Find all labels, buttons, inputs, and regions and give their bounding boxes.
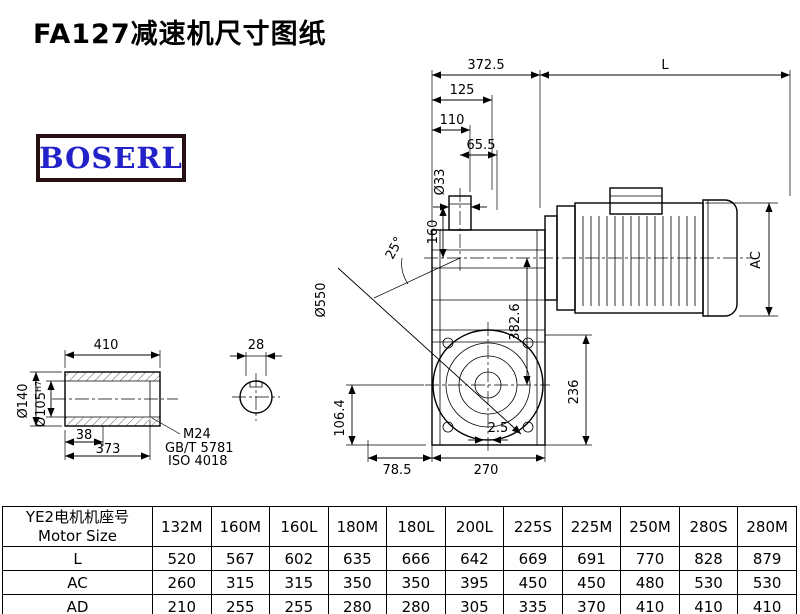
dim-236: 236 [567, 380, 582, 405]
dim-motor-ac: AC [749, 251, 764, 269]
cell: 260 [152, 570, 212, 595]
dim-125: 125 [450, 83, 475, 98]
row-label-ac: AC [2, 570, 153, 595]
cell: 305 [444, 594, 505, 614]
col-header-280s: 280S [678, 506, 739, 547]
cell: 350 [386, 570, 446, 595]
row-label-l: L [2, 546, 153, 571]
boserl-logo: BOSERL [36, 134, 186, 182]
dim-78-5: 78.5 [383, 463, 412, 478]
gearbox-front-view [431, 195, 546, 446]
dim-2-5: 2.5 [488, 421, 509, 436]
table-row-ad: AD 210 255 255 280 280 305 335 370 410 4… [2, 594, 797, 614]
cell: 395 [444, 570, 505, 595]
dim-65-5: 65.5 [467, 138, 496, 153]
cell: 410 [678, 594, 739, 614]
cell: 255 [269, 594, 329, 614]
table-header-row: YE2电机机座号 Motor Size 132M 160M 160L 180M … [2, 506, 797, 547]
cell: 480 [620, 570, 680, 595]
thread-label: M24 [183, 427, 211, 442]
cell: 450 [503, 570, 563, 595]
dim-key-width: 28 [248, 338, 265, 353]
hollow-shaft-detail: 410 Ø140 Ø105H7 38 373 M24 GB/T 5781 ISO… [16, 338, 234, 469]
dim-overall-width: 372.5 [467, 58, 504, 73]
table-row-ac: AC 260 315 315 350 350 395 450 450 480 5… [2, 570, 797, 595]
logo-text: BOSERL [39, 141, 183, 175]
dim-shaft-length: 410 [94, 338, 119, 353]
technical-drawing: 372.5 L 125 110 65.5 Ø33 160 25° [16, 58, 791, 478]
cell: 450 [561, 570, 622, 595]
dim-110: 110 [440, 113, 465, 128]
cell: 642 [444, 546, 505, 571]
cell: 530 [678, 570, 739, 595]
dim-shaft-dia: Ø33 [433, 169, 448, 196]
cell: 410 [620, 594, 680, 614]
col-header-225m: 225M [561, 506, 622, 547]
bore-dia-value: Ø105 [34, 392, 49, 427]
header-cn: YE2电机机座号 [25, 507, 130, 526]
cell: 828 [678, 546, 739, 571]
cell: 669 [503, 546, 563, 571]
dim-bore-dia: Ø105H7 [34, 381, 49, 427]
cell: 567 [210, 546, 271, 571]
cell: 315 [210, 570, 271, 595]
dim-160: 160 [426, 220, 441, 245]
table-row-l: L 520 567 602 635 666 642 669 691 770 82… [2, 546, 797, 571]
bore-dia-tolerance: H7 [34, 381, 43, 392]
motor-size-header: YE2电机机座号 Motor Size [2, 506, 153, 547]
motor-size-table: YE2电机机座号 Motor Size 132M 160M 160L 180M … [2, 506, 797, 614]
cell: 666 [386, 546, 446, 571]
dim-outer-dia: Ø140 [16, 383, 31, 418]
dim-270: 270 [474, 463, 499, 478]
dim-axis-distance: 382.6 [508, 303, 523, 340]
header-en: Motor Size [38, 526, 117, 545]
cell: 770 [620, 546, 680, 571]
shaft-end-detail: 28 [230, 338, 282, 421]
cell: 315 [269, 570, 329, 595]
cell: 280 [386, 594, 446, 614]
dim-motor-length: L [661, 58, 669, 73]
col-header-280m: 280M [737, 506, 797, 547]
cell: 210 [152, 594, 212, 614]
col-header-200l: 200L [444, 506, 505, 547]
standard-gb-label: GB/T 5781 [165, 441, 234, 456]
col-header-160m: 160M [210, 506, 271, 547]
col-header-180l: 180L [386, 506, 446, 547]
motor-side-view [544, 187, 738, 317]
cell: 280 [327, 594, 388, 614]
cell: 410 [737, 594, 797, 614]
col-header-132m: 132M [152, 506, 212, 547]
cell: 520 [152, 546, 212, 571]
dim-38: 38 [76, 428, 93, 443]
col-header-160l: 160L [269, 506, 329, 547]
cell: 691 [561, 546, 622, 571]
cell: 530 [737, 570, 797, 595]
cell: 602 [269, 546, 329, 571]
row-label-ad: AD [2, 594, 153, 614]
dim-373: 373 [96, 442, 121, 457]
dim-flange-dia: Ø550 [314, 282, 329, 317]
cell: 635 [327, 546, 388, 571]
dim-angle: 25° [383, 235, 407, 262]
cell: 350 [327, 570, 388, 595]
col-header-180m: 180M [327, 506, 388, 547]
cell: 255 [210, 594, 271, 614]
dim-106-4: 106.4 [333, 399, 348, 436]
cell: 335 [503, 594, 563, 614]
col-header-225s: 225S [503, 506, 563, 547]
page-title: FA127减速机尺寸图纸 [33, 19, 327, 50]
standard-iso-label: ISO 4018 [168, 454, 228, 469]
cell: 370 [561, 594, 622, 614]
dimensions-main: 372.5 L 125 110 65.5 Ø33 160 25° [314, 58, 791, 478]
col-header-250m: 250M [620, 506, 680, 547]
cell: 879 [737, 546, 797, 571]
